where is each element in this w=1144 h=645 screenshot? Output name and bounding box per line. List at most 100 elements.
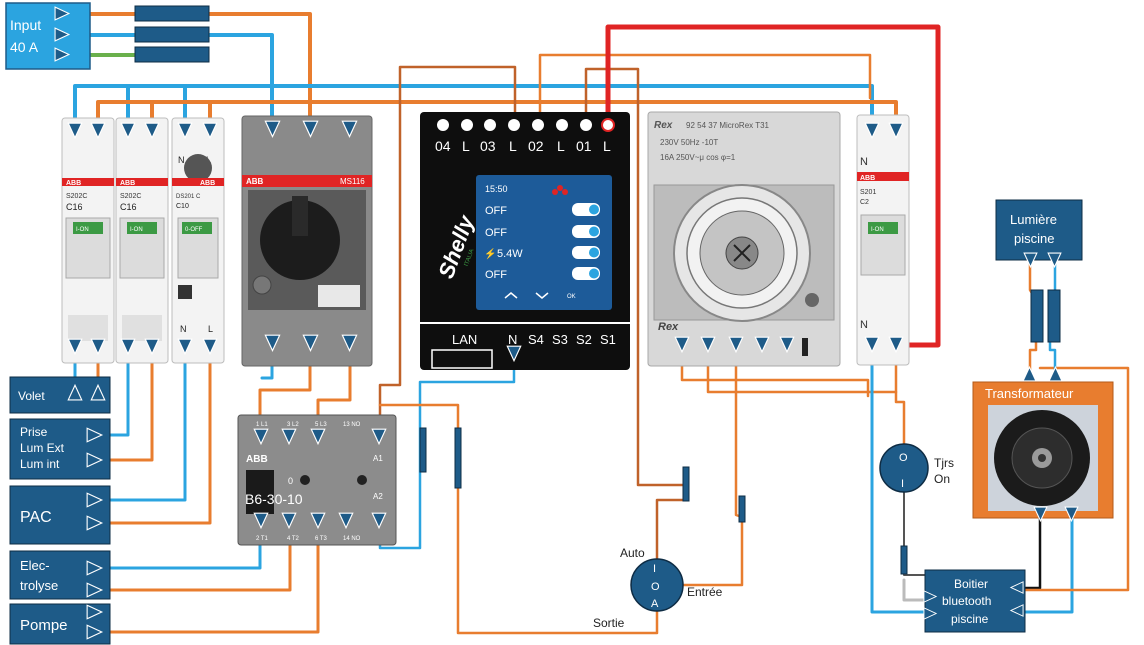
contactor-t3-top: 5 L3 xyxy=(315,422,327,428)
shelly-s1: S1 xyxy=(600,332,616,347)
switch-oi-label2: On xyxy=(934,472,950,486)
breaker-2-model: S202C xyxy=(120,193,141,200)
switch-ioa-entree: Entrée xyxy=(687,585,723,599)
input-box: Input 40 A xyxy=(5,2,91,70)
shelly-label-l2: L xyxy=(509,138,517,154)
shelly-label-l4: L xyxy=(603,138,611,154)
breaker-3-n-bottom: N xyxy=(180,324,187,334)
contactor-t1-bot: 2 T1 xyxy=(256,536,269,542)
breaker-4-n-top: N xyxy=(860,156,868,168)
load-prise-line2: Lum Ext xyxy=(20,441,65,455)
breaker-2-status: I-ON xyxy=(130,227,143,233)
shelly-row-1: OFF xyxy=(485,205,507,217)
shelly-label-04: 04 xyxy=(435,138,451,154)
shelly-lan: LAN xyxy=(452,332,477,347)
input-label-line2: 40 A xyxy=(10,39,39,55)
timer-spec1: 230V 50Hz -10T xyxy=(660,138,718,147)
contactor-brand: ABB xyxy=(246,454,268,465)
switch-ioa-auto: Auto xyxy=(620,546,645,560)
shelly-logo-sub: ITALIA xyxy=(464,248,476,267)
shelly-row-2: OFF xyxy=(485,227,507,239)
breaker-4-brand: ABB xyxy=(860,175,875,182)
boitier-line1: Boitier xyxy=(954,577,988,591)
boitier-line2: bluetooth xyxy=(942,594,991,608)
contactor-zero: 0 xyxy=(288,476,293,486)
chevron-up-icon xyxy=(504,292,518,299)
breaker-4-status: I-ON xyxy=(871,227,884,233)
shelly-controller: 04 L 03 L 02 L 01 L Shelly ITALIA 15:50 … xyxy=(420,112,630,370)
shelly-label-l3: L xyxy=(557,138,565,154)
load-prise-line1: Prise xyxy=(20,425,48,439)
contactor-t4-top: 13 NO xyxy=(343,422,361,428)
boitier-line3: piscine xyxy=(951,612,989,626)
shelly-s3: S3 xyxy=(552,332,568,347)
contactor-model: B6-30-10 xyxy=(245,491,303,507)
breaker-2-rating: C16 xyxy=(120,202,137,212)
shelly-label-02: 02 xyxy=(528,138,544,154)
shelly-row-4: OFF xyxy=(485,269,507,281)
load-electrolyse-line1: Elec- xyxy=(20,558,50,573)
input-label-line1: Input xyxy=(10,17,41,33)
contactor-t2-top: 3 L2 xyxy=(287,422,299,428)
load-electrolyse-line2: trolyse xyxy=(20,578,58,593)
breaker-4-rating: C2 xyxy=(860,199,869,206)
shelly-label-03: 03 xyxy=(480,138,496,154)
breaker-3-rating: C10 xyxy=(176,203,189,210)
shelly-row-3: 5.4W xyxy=(497,248,523,260)
breaker-3-model: DS201 C xyxy=(176,194,201,200)
breaker-1-status: I-ON xyxy=(76,227,89,233)
contactor: ABB 0 B6-30-10 A1 A2 1 L1 3 L2 5 L3 13 N… xyxy=(237,414,397,546)
breaker-1-rating: C16 xyxy=(66,202,83,212)
load-pac: PAC xyxy=(9,485,111,545)
switch-ioa-a: A xyxy=(651,598,659,610)
breaker-1: ABB S202C C16 I-ON xyxy=(61,117,115,364)
breaker-4-model: S201 xyxy=(860,189,876,196)
breaker-1-brand: ABB xyxy=(66,180,81,187)
lumiere-piscine: Lumière piscine xyxy=(995,199,1083,268)
motor-starter-brand: ABB xyxy=(246,177,264,186)
breaker-2-brand: ABB xyxy=(120,180,135,187)
load-prise: Prise Lum Ext Lum int xyxy=(9,418,111,480)
switch-oi-label1: Tjrs xyxy=(934,456,954,470)
breaker-3: N L ABB DS201 C C10 0-OFF N L xyxy=(171,117,225,364)
breaker-3-brand: ABB xyxy=(200,180,215,187)
switch-oi-i: I xyxy=(901,478,904,490)
shelly-s4: S4 xyxy=(528,332,544,347)
lumiere-line2: piscine xyxy=(1014,231,1054,246)
breaker-3-n: N xyxy=(178,155,185,165)
lumiere-line1: Lumière xyxy=(1010,212,1057,227)
shelly-n: N xyxy=(508,332,517,347)
breaker-3-l-bottom: L xyxy=(208,324,213,334)
switch-ioa-sortie: Sortie xyxy=(593,616,625,630)
cable-sleeves xyxy=(134,5,1061,575)
shelly-bolt-icon: ⚡ xyxy=(484,247,496,260)
contactor-t4-bot: 14 NO xyxy=(343,536,361,542)
motor-starter-model: MS116 xyxy=(340,177,365,186)
shelly-ok: OK xyxy=(567,294,576,300)
contactor-t1-top: 1 L1 xyxy=(256,422,268,428)
shelly-top-terminals xyxy=(437,118,615,132)
timer-rex: Rex 92 54 37 MicroRex T31 230V 50Hz -10T… xyxy=(647,111,841,367)
switch-ioa: I O A Auto Entrée Sortie xyxy=(593,546,723,630)
shelly-time: 15:50 xyxy=(485,184,508,194)
timer-spec2: 16A 250V~μ cos φ=1 xyxy=(660,153,736,162)
breaker-4-n-bottom: N xyxy=(860,319,868,331)
switch-ioa-o: O xyxy=(651,581,660,593)
shelly-toggles xyxy=(572,203,600,280)
motor-starter: ABB MS116 xyxy=(241,115,373,367)
transformateur-label: Transformateur xyxy=(985,386,1074,401)
timer-model: 92 54 37 MicroRex T31 xyxy=(686,121,770,130)
switch-ioa-i: I xyxy=(653,563,656,575)
switch-oi-o: O xyxy=(899,452,908,464)
transformateur: Transformateur xyxy=(972,366,1114,522)
breaker-1-model: S202C xyxy=(66,193,87,200)
timer-brand: Rex xyxy=(654,120,673,131)
load-volet: Volet xyxy=(9,376,111,414)
breaker-4: N ABB S201 C2 I-ON N xyxy=(856,114,910,366)
shelly-label-l1: L xyxy=(462,138,470,154)
load-pompe-label: Pompe xyxy=(20,617,68,634)
breaker-2: ABB S202C C16 I-ON xyxy=(115,117,169,364)
switch-oi: O I Tjrs On xyxy=(879,443,954,493)
contactor-t3-bot: 6 T3 xyxy=(315,536,328,542)
